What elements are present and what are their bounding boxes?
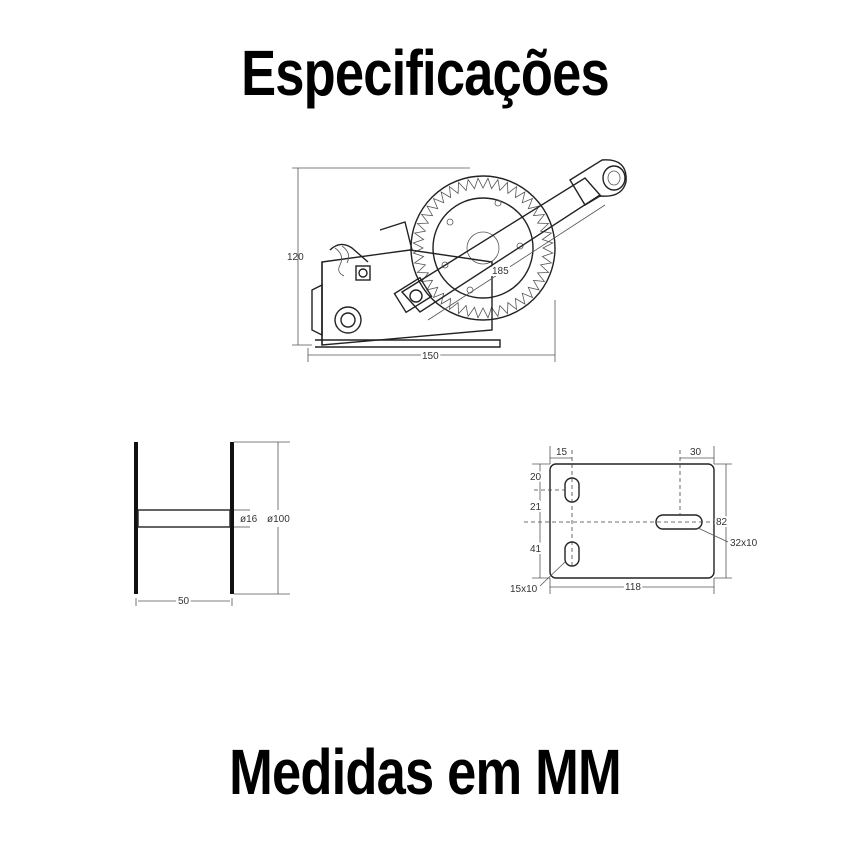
dim-slot-vertical: 15x10 xyxy=(510,584,538,595)
dim-plate-height: 82 xyxy=(716,517,728,528)
page-footer-title: Medidas em MM xyxy=(229,736,622,808)
dim-slot-horizontal: 32x10 xyxy=(730,538,758,549)
dim-handle: 185 xyxy=(492,266,509,277)
dim-height: 120 xyxy=(287,252,304,263)
winch-drawing: 120 150 185 xyxy=(287,159,627,364)
dim-width: 150 xyxy=(422,351,439,362)
dim-mid: 21 xyxy=(530,502,542,513)
dim-flange: ø100 xyxy=(267,514,290,525)
gear-teeth xyxy=(412,177,554,319)
dim-length: 50 xyxy=(178,596,190,607)
gear-teeth-path xyxy=(412,177,554,319)
plate-drawing: 15 30 20 21 41 82 118 15x10 32x10 xyxy=(510,446,758,595)
page-title: Especificações xyxy=(241,37,610,109)
dim-right-offset: 30 xyxy=(690,447,702,458)
dim-slot-top: 20 xyxy=(530,472,542,483)
dim-shaft: ø16 xyxy=(240,514,258,525)
dim-left-offset: 15 xyxy=(556,447,568,458)
dim-bottom: 41 xyxy=(530,544,542,555)
drum-drawing: ø100 ø16 50 xyxy=(134,441,290,609)
dim-plate-width: 118 xyxy=(625,582,641,593)
